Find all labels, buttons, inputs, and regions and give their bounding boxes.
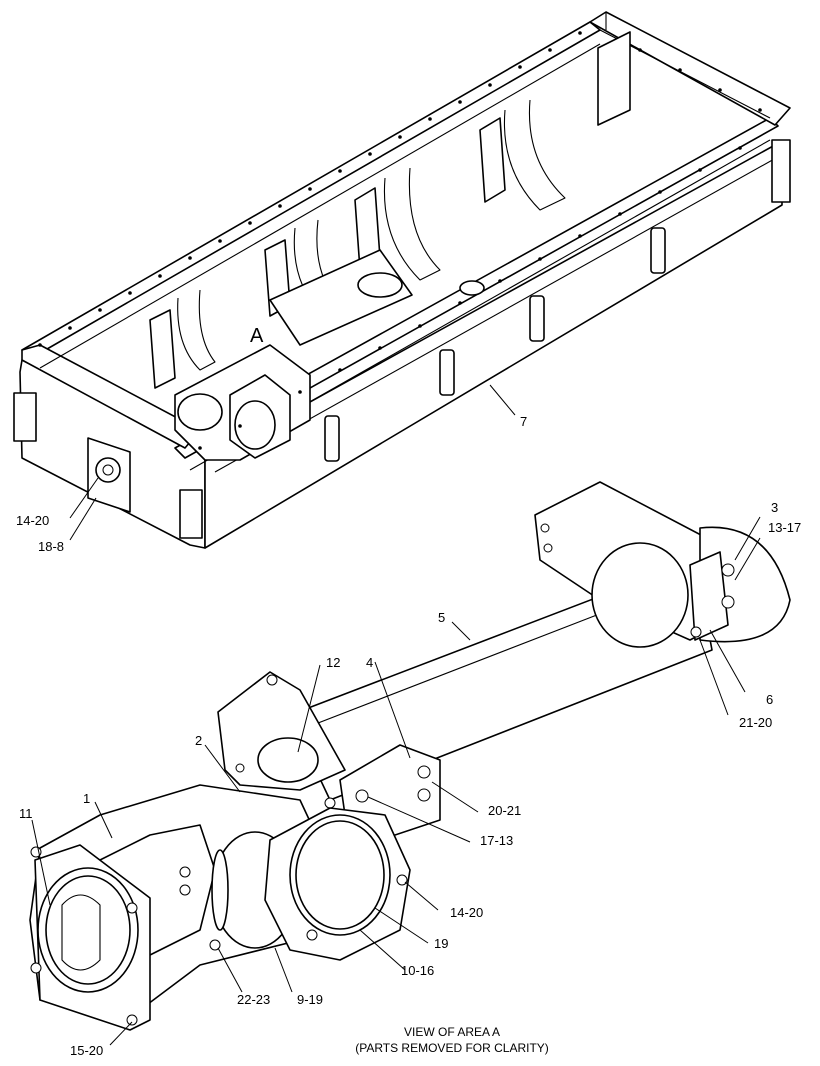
callout-4: 4 bbox=[366, 655, 373, 670]
callout-5: 5 bbox=[438, 610, 445, 625]
callout-9-19: 9-19 bbox=[297, 992, 323, 1007]
callout-7: 7 bbox=[520, 414, 527, 429]
callout-20-21: 20-21 bbox=[488, 803, 521, 818]
callout-10-16: 10-16 bbox=[401, 963, 434, 978]
callout-6: 6 bbox=[766, 692, 773, 707]
axle-assembly bbox=[29, 481, 791, 1031]
callout-21-20: 21-20 bbox=[739, 715, 772, 730]
callout-15-20: 15-20 bbox=[70, 1043, 103, 1058]
callout-19: 19 bbox=[434, 936, 448, 951]
callout-12: 12 bbox=[326, 655, 340, 670]
callout-14-20-bottom: 14-20 bbox=[450, 905, 483, 920]
callout-18-8: 18-8 bbox=[38, 539, 64, 554]
callout-11: 11 bbox=[19, 806, 33, 821]
caption-line-2: (PARTS REMOVED FOR CLARITY) bbox=[355, 1041, 549, 1055]
callout-1: 1 bbox=[83, 791, 90, 806]
area-a-marker: A bbox=[250, 325, 264, 347]
leader-lines bbox=[31, 384, 761, 1046]
callout-17-13: 17-13 bbox=[480, 833, 513, 848]
callout-14-20-top: 14-20 bbox=[16, 513, 49, 528]
callout-22-23: 22-23 bbox=[237, 992, 270, 1007]
frame-assembly bbox=[13, 11, 791, 549]
callout-2: 2 bbox=[195, 733, 202, 748]
rail-bolt-holes bbox=[38, 31, 762, 450]
callout-13-17: 13-17 bbox=[768, 520, 801, 535]
callout-3: 3 bbox=[771, 500, 778, 515]
caption-line-1: VIEW OF AREA A bbox=[404, 1025, 500, 1039]
